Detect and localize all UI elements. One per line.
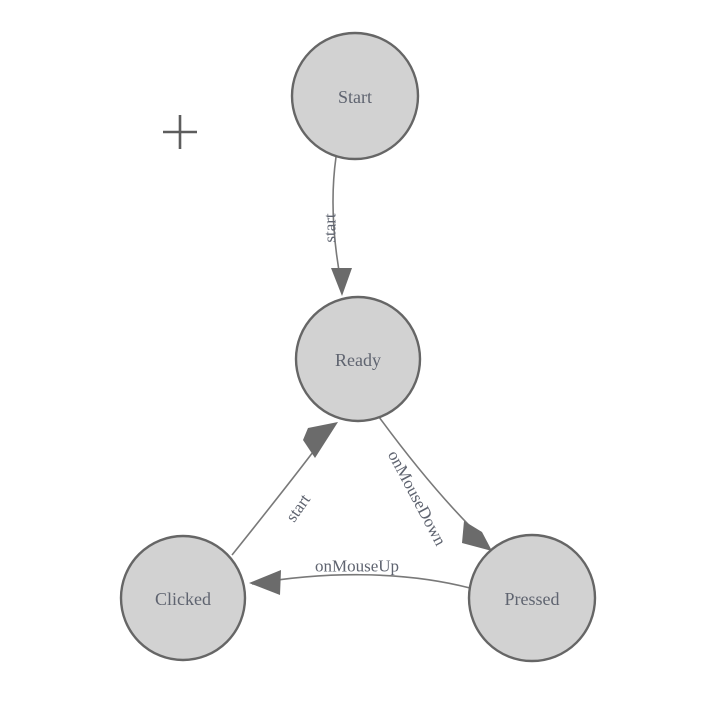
edge-clicked-to-ready[interactable] <box>231 422 338 556</box>
node-clicked-circle[interactable] <box>119 534 247 662</box>
node-ready-label: Ready <box>335 350 381 370</box>
edge-label-clicked-to-ready: start <box>282 490 315 525</box>
node-start-circle[interactable] <box>290 31 420 161</box>
edge-label-pressed-to-clicked: onMouseUp <box>315 557 399 576</box>
edge-pressed-to-clicked-path[interactable] <box>251 573 471 589</box>
node-pressed-circle[interactable] <box>467 533 597 663</box>
edge-ready-to-pressed-arrowhead <box>462 521 492 551</box>
node-ready[interactable]: Ready <box>294 295 422 423</box>
node-pressed[interactable]: Pressed <box>467 533 597 663</box>
edge-start-to-ready-arrowhead <box>331 268 352 296</box>
edge-label-start-to-ready: start <box>321 213 340 243</box>
node-ready-circle[interactable] <box>294 295 422 423</box>
node-start-label: Start <box>338 87 372 107</box>
crosshair-icon <box>163 115 197 149</box>
edge-ready-to-pressed[interactable] <box>378 416 492 551</box>
edge-start-to-ready[interactable] <box>331 156 352 296</box>
edge-label-ready-to-pressed: onMouseDown <box>384 447 450 549</box>
edge-clicked-to-ready-arrowhead <box>303 422 338 458</box>
node-pressed-label: Pressed <box>505 589 560 609</box>
node-clicked-label: Clicked <box>155 589 211 609</box>
edge-pressed-to-clicked-arrowhead <box>249 570 281 595</box>
edge-pressed-to-clicked[interactable] <box>249 570 471 595</box>
node-start[interactable]: Start <box>290 31 420 161</box>
node-clicked[interactable]: Clicked <box>119 534 247 662</box>
edge-clicked-to-ready-path[interactable] <box>231 435 326 556</box>
